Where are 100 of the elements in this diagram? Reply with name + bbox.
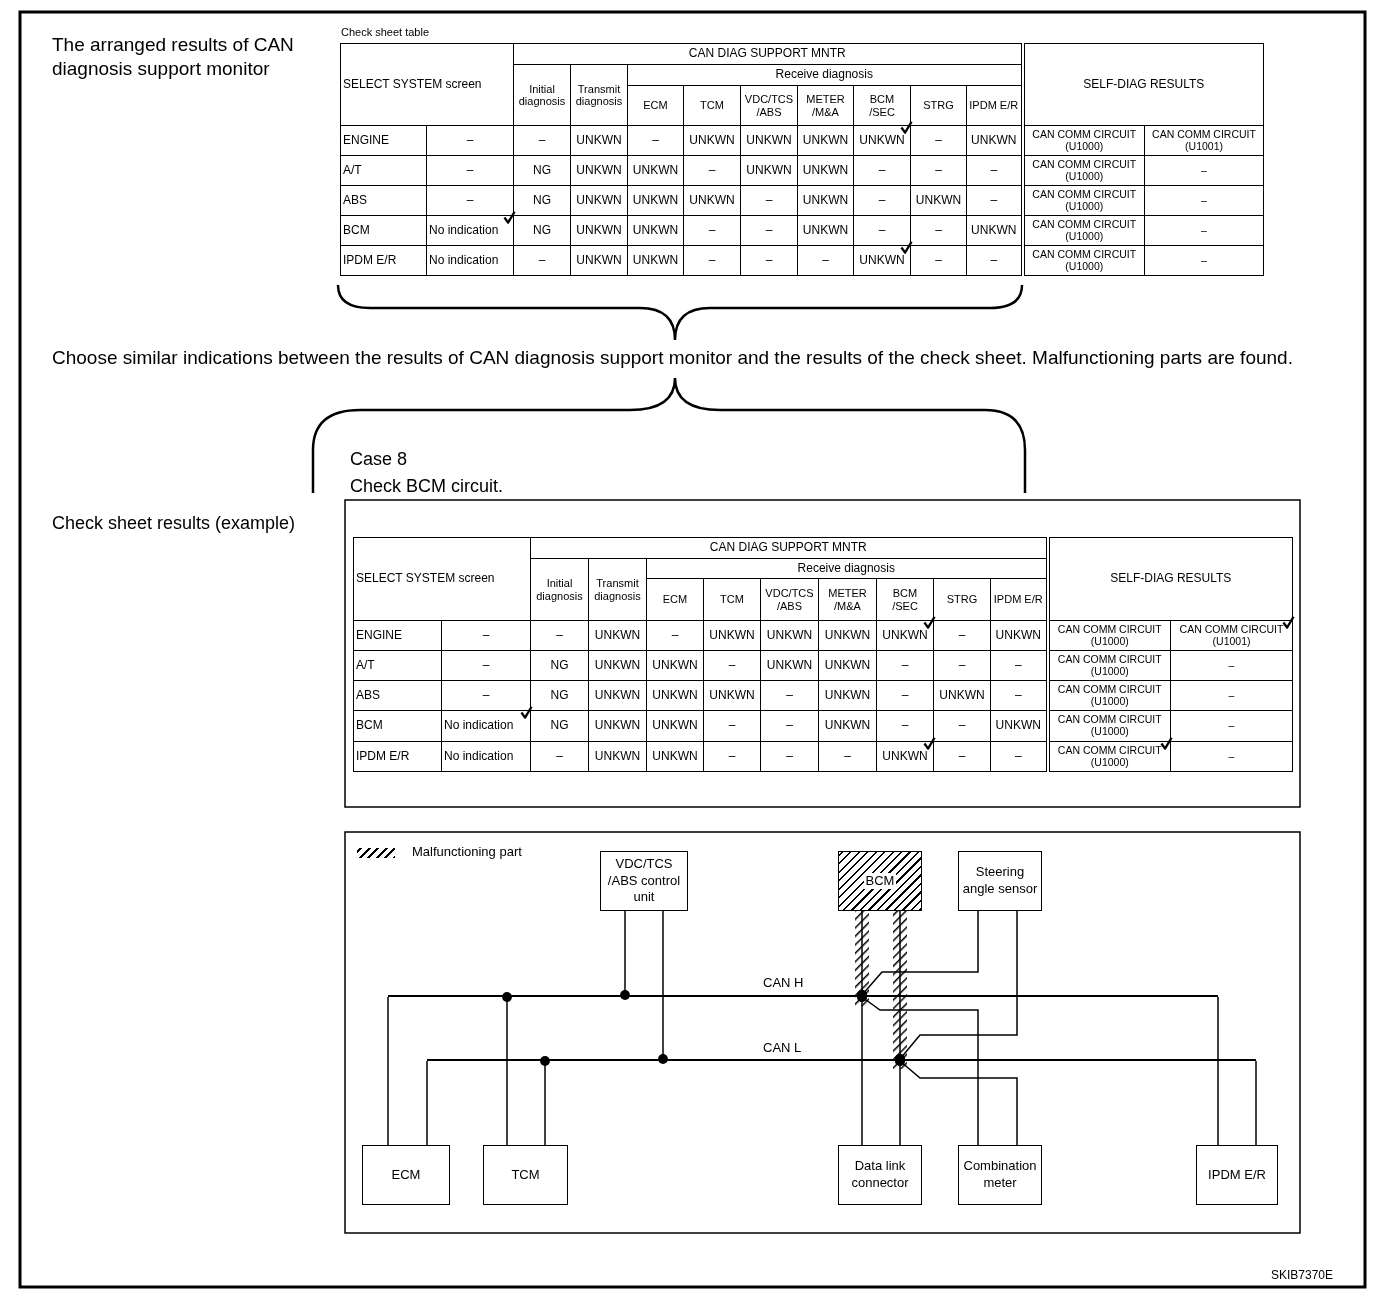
table-cell: CAN COMM CIRCUIT (U1000) <box>1047 710 1171 742</box>
table-cell: UNKWN <box>797 185 854 216</box>
table-cell: – <box>683 245 741 276</box>
table-cell: – <box>1144 185 1264 216</box>
table-cell: UNKWN <box>683 125 741 156</box>
table-cell: UNKWN <box>910 185 967 216</box>
table-cell: NG <box>530 680 589 711</box>
table-cell: UNKWN <box>588 710 647 742</box>
table-cell: NG <box>513 155 571 186</box>
table-cell: UNKWN <box>646 741 704 772</box>
table-header-cell: METER /M&A <box>818 578 877 621</box>
table-cell: CAN COMM CIRCUIT (U1000) <box>1022 185 1145 216</box>
table-cell: – <box>933 710 991 742</box>
table-cell: UNKWN <box>853 125 911 156</box>
table-cell: – <box>740 245 798 276</box>
table-header-cell: Initial diagnosis <box>530 558 589 621</box>
table-cell: UNKWN <box>570 215 628 246</box>
table-cell: – <box>760 680 819 711</box>
table-cell: UNKWN <box>627 245 684 276</box>
table-cell: UNKWN <box>876 620 934 651</box>
table-header-cell: STRG <box>910 85 967 126</box>
table-header-cell: STRG <box>933 578 991 621</box>
table-cell: CAN COMM CIRCUIT (U1000) <box>1022 155 1145 186</box>
table-header-cell: Transmit diagnosis <box>570 64 628 126</box>
table-cell: – <box>441 650 531 681</box>
bus-line <box>427 1059 1256 1061</box>
table-cell: – <box>1170 680 1293 711</box>
table-header-cell: VDC/TCS /ABS <box>740 85 798 126</box>
table-header-cell: SELECT SYSTEM screen <box>353 537 531 621</box>
table-cell: UNKWN <box>703 620 761 651</box>
bus-label: CAN L <box>763 1040 802 1055</box>
table-cell: – <box>797 245 854 276</box>
unit-box: IPDM E/R <box>1196 1145 1278 1205</box>
table-cell: – <box>683 155 741 186</box>
table-cell: UNKWN <box>818 650 877 681</box>
table-header-cell: SELF-DIAG RESULTS <box>1022 43 1264 126</box>
table-cell: ENGINE <box>353 620 442 651</box>
table-cell: – <box>426 185 514 216</box>
table-cell: CAN COMM CIRCUIT (U1000) <box>1047 741 1171 772</box>
table-cell: UNKWN <box>740 125 798 156</box>
table-cell: CAN COMM CIRCUIT (U1000) <box>1022 245 1145 276</box>
table-cell: – <box>646 620 704 651</box>
table-cell: UNKWN <box>627 155 684 186</box>
table-cell: NG <box>513 185 571 216</box>
table-cell: NG <box>530 650 589 681</box>
table-cell: UNKWN <box>627 215 684 246</box>
table-cell: UNKWN <box>588 620 647 651</box>
table-header-cell: CAN DIAG SUPPORT MNTR <box>530 537 1048 559</box>
table-cell: UNKWN <box>853 245 911 276</box>
heading-text: Check BCM circuit. <box>350 475 504 498</box>
table-cell: ENGINE <box>340 125 427 156</box>
table-cell: UNKWN <box>627 185 684 216</box>
table-cell: UNKWN <box>683 185 741 216</box>
wire <box>620 910 630 1000</box>
table-header-cell: METER /M&A <box>797 85 854 126</box>
unit-box: Steering angle sensor <box>958 851 1042 911</box>
table-cell: A/T <box>353 650 442 681</box>
heading-text: Choose similar indications between the results of CAN diagnosis support monitor and the results of the check sheet. Malfunctioning parts are found. <box>52 346 1293 370</box>
table-cell: UNKWN <box>570 155 628 186</box>
wire <box>426 1060 428 1146</box>
table-cell: – <box>876 710 934 742</box>
table-cell: – <box>853 185 911 216</box>
unit-box: ECM <box>362 1145 450 1205</box>
table-cell: A/T <box>340 155 427 186</box>
table-cell: – <box>910 245 967 276</box>
table-cell: UNKWN <box>876 741 934 772</box>
bus-label: CAN H <box>763 975 804 990</box>
table-header-cell: SELECT SYSTEM screen <box>340 43 514 126</box>
table-cell: – <box>910 125 967 156</box>
table-cell: – <box>441 620 531 651</box>
table-header-cell: ECM <box>627 85 684 126</box>
table-cell: UNKWN <box>933 680 991 711</box>
table-cell: CAN COMM CIRCUIT (U1000) <box>1022 215 1145 246</box>
table-cell: UNKWN <box>588 650 647 681</box>
table-cell: UNKWN <box>588 741 647 772</box>
unit-box: VDC/TCS /ABS control unit <box>600 851 688 911</box>
table-cell: – <box>1144 245 1264 276</box>
table-cell: UNKWN <box>646 650 704 681</box>
table-cell: – <box>876 680 934 711</box>
wire <box>540 1056 550 1146</box>
unit-box: Combination meter <box>958 1145 1042 1205</box>
table-cell: – <box>530 620 589 651</box>
table-cell: – <box>1144 155 1264 186</box>
table-cell: – <box>513 125 571 156</box>
table-cell: CAN COMM CIRCUIT (U1001) <box>1170 620 1293 651</box>
table-cell: BCM <box>353 710 442 742</box>
legend-text: Malfunctioning part <box>412 844 522 859</box>
table-cell: CAN COMM CIRCUIT (U1001) <box>1144 125 1264 156</box>
table-cell: – <box>760 741 819 772</box>
table-cell: UNKWN <box>760 620 819 651</box>
table-header-cell: SELF-DIAG RESULTS <box>1047 537 1293 621</box>
table-header-cell: TCM <box>683 85 741 126</box>
unit-box: TCM <box>483 1145 568 1205</box>
table-cell: NG <box>513 215 571 246</box>
table-cell: – <box>933 741 991 772</box>
table-cell: – <box>1144 215 1264 246</box>
table-cell: UNKWN <box>760 650 819 681</box>
table-cell: UNKWN <box>570 185 628 216</box>
table-cell: – <box>933 620 991 651</box>
table-cell: – <box>426 155 514 186</box>
